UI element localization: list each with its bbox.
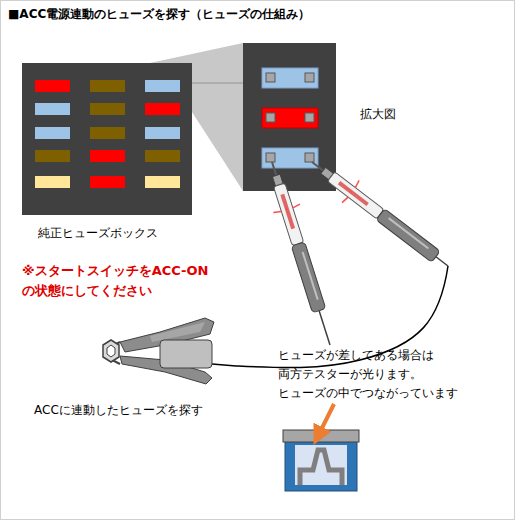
fuse [145, 150, 180, 162]
fuse [90, 103, 125, 115]
fuse [90, 80, 125, 92]
fuse-box: 純正ヒューズボックス [22, 63, 192, 215]
fuse-box [22, 63, 192, 215]
enlarged-fuses [262, 68, 318, 168]
alligator-clip [103, 318, 236, 384]
fuse [90, 150, 125, 162]
note: ACCに連動したヒューズを探す [34, 403, 274, 419]
fuse [145, 127, 180, 139]
fuse [90, 127, 125, 139]
fuse-icon [283, 404, 359, 491]
test-light [303, 151, 456, 277]
fuse [35, 176, 70, 188]
warning-note: ※スタートスイッチをACC-ON の状態にしてください [22, 261, 252, 301]
title: ■ACC電源連動のヒューズを探す（ヒューズの仕組み） [8, 7, 310, 23]
box-heading: 拡大図 [360, 106, 396, 123]
fuse [145, 80, 180, 92]
fuse-row [35, 80, 180, 188]
fuse [35, 150, 70, 162]
fuse [145, 103, 180, 115]
fuse [35, 103, 70, 115]
zoom-line [192, 82, 243, 84]
fuse [35, 127, 70, 139]
zoom-panel: 拡大図 [243, 43, 336, 191]
zoom-panel [243, 43, 336, 191]
fuse [90, 176, 125, 188]
fuse [35, 80, 70, 92]
fuse [145, 176, 180, 188]
note: ヒューズが差してある場合は 両方テスターが光ります。 ヒューズの中でつながってい… [278, 346, 483, 403]
test-light [259, 158, 344, 349]
box-heading: 純正ヒューズボックス [38, 225, 158, 242]
